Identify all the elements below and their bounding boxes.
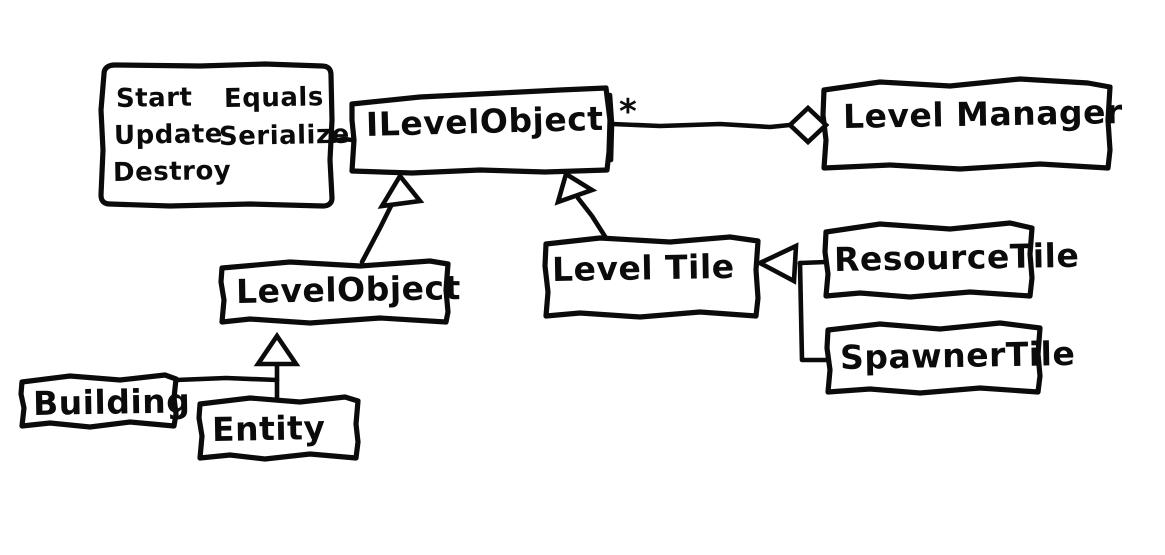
building-box-outline [18, 372, 179, 430]
methods-to-ilevelobject-link [329, 136, 355, 144]
ilevelobject-multiplicity-label: * [619, 92, 638, 132]
aggregation-diamond-icon [786, 104, 830, 146]
entity-title: Entity [211, 408, 326, 449]
generalization-line-resourcetile [797, 259, 829, 266]
method-update-label: Update [113, 119, 224, 151]
generalization-arrowhead-levelobject-icon [377, 171, 425, 209]
method-start-label: Start [115, 82, 193, 114]
ilevelobject-right-edge-tick [607, 92, 615, 163]
ilevelobject-title: ILevelObject [365, 98, 605, 144]
levelobject-title: LevelObject [235, 268, 462, 311]
generalization-line-building [173, 375, 280, 383]
method-serialize-label: Serialize [218, 119, 350, 152]
resourcetile-box-outline [822, 220, 1035, 300]
generalization-line-levelobject [359, 197, 397, 265]
generalization-arrowhead-tiles-icon [754, 242, 799, 285]
generalization-arrowhead-levelobject-children-icon [253, 331, 301, 367]
spawnertile-title: SpawnerTile [839, 333, 1076, 377]
levelmanager-box-outline [820, 76, 1113, 172]
method-destroy-label: Destroy [112, 155, 232, 188]
generalization-arrowhead-leveltile-icon [554, 170, 598, 206]
entity-box-outline [196, 394, 361, 462]
spawnertile-box-outline [824, 320, 1043, 396]
generalization-line-spawnertile [797, 260, 831, 363]
leveltile-box-outline [542, 234, 761, 320]
levelmanager-title: Level Manager [842, 92, 1124, 136]
generalization-line-leveltile [575, 195, 609, 241]
levelobject-box-outline [218, 258, 451, 326]
building-title: Building [32, 381, 191, 423]
resourcetile-title: ResourceTile [833, 235, 1080, 279]
methods-box-outline [98, 61, 335, 209]
method-equals-label: Equals [223, 82, 325, 114]
ilevelobject-box-outline [349, 85, 613, 176]
aggregation-line-levelmanager [609, 121, 793, 130]
leveltile-title: Level Tile [551, 246, 735, 289]
